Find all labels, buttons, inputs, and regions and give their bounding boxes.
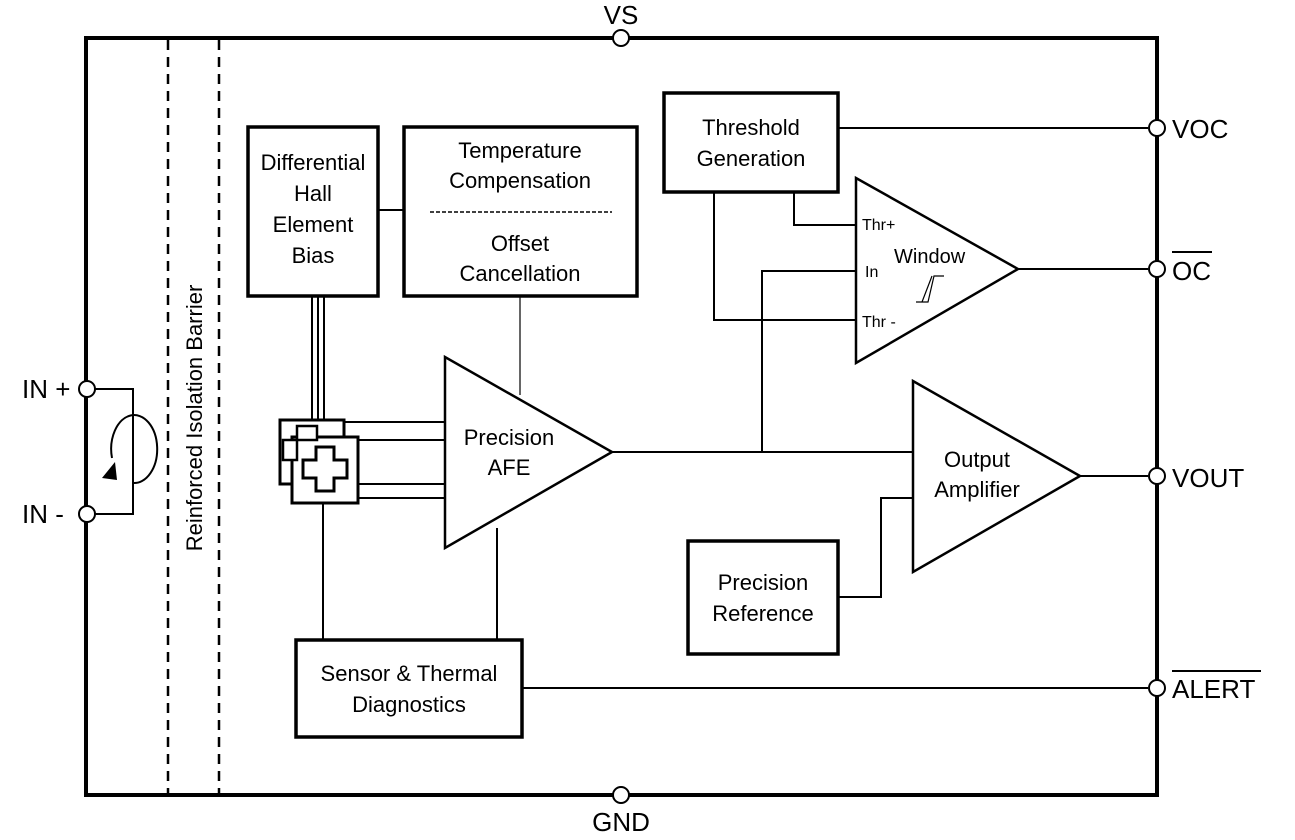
svg-text:Threshold: Threshold bbox=[702, 115, 800, 140]
pin-in-plus: IN + bbox=[22, 374, 96, 404]
svg-text:AFE: AFE bbox=[488, 455, 531, 480]
svg-text:Window: Window bbox=[894, 246, 966, 268]
svg-text:Amplifier: Amplifier bbox=[934, 477, 1020, 502]
pin-oc: OC bbox=[1148, 251, 1212, 286]
svg-text:Sensor & Thermal: Sensor & Thermal bbox=[321, 661, 498, 686]
svg-text:IN -: IN - bbox=[22, 499, 64, 529]
isolation-barrier-label: Reinforced Isolation Barrier bbox=[182, 285, 207, 552]
output-amplifier: Output Amplifier bbox=[911, 378, 1083, 575]
svg-text:Bias: Bias bbox=[292, 243, 335, 268]
svg-text:Diagnostics: Diagnostics bbox=[352, 692, 466, 717]
precision-reference-block: Precision Reference bbox=[686, 539, 840, 656]
pin-in-minus: IN - bbox=[22, 499, 96, 529]
pin-voc: VOC bbox=[1148, 114, 1228, 144]
precision-afe-amplifier: Precision AFE bbox=[443, 354, 615, 551]
svg-text:Thr+: Thr+ bbox=[862, 217, 895, 234]
hysteresis-icon bbox=[916, 275, 944, 303]
svg-text:Cancellation: Cancellation bbox=[459, 261, 580, 286]
pin-gnd: GND bbox=[592, 786, 650, 837]
svg-text:Differential: Differential bbox=[261, 150, 366, 175]
svg-text:Compensation: Compensation bbox=[449, 168, 591, 193]
svg-text:VOUT: VOUT bbox=[1172, 463, 1244, 493]
svg-text:OC: OC bbox=[1172, 256, 1211, 286]
svg-text:VOC: VOC bbox=[1172, 114, 1228, 144]
svg-text:Precision: Precision bbox=[464, 425, 554, 450]
svg-text:In: In bbox=[865, 264, 878, 281]
pin-vs: VS bbox=[604, 0, 639, 47]
svg-text:Precision: Precision bbox=[718, 570, 808, 595]
svg-text:VS: VS bbox=[604, 0, 639, 30]
svg-text:Reference: Reference bbox=[712, 601, 814, 626]
svg-text:Output: Output bbox=[944, 447, 1010, 472]
hall-element-bias-block: Differential Hall Element Bias bbox=[246, 125, 380, 298]
svg-text:Thr -: Thr - bbox=[862, 314, 896, 331]
current-loop-arrowhead bbox=[102, 462, 117, 480]
threshold-generation-block: Threshold Generation bbox=[662, 91, 840, 194]
temp-comp-offset-block: Temperature Compensation Offset Cancella… bbox=[402, 125, 639, 298]
svg-text:IN +: IN + bbox=[22, 374, 70, 404]
window-comparator: Thr+ In Thr - Window bbox=[854, 175, 1021, 366]
pin-vout: VOUT bbox=[1148, 463, 1244, 493]
diagnostics-block: Sensor & Thermal Diagnostics bbox=[294, 638, 524, 739]
svg-text:Generation: Generation bbox=[697, 146, 806, 171]
svg-text:Element: Element bbox=[273, 212, 354, 237]
hall-sensor-icon bbox=[278, 418, 360, 505]
svg-text:GND: GND bbox=[592, 807, 650, 837]
svg-text:Offset: Offset bbox=[491, 231, 549, 256]
svg-text:Hall: Hall bbox=[294, 181, 332, 206]
current-loop-arrow bbox=[110, 414, 159, 485]
svg-text:Temperature: Temperature bbox=[458, 138, 582, 163]
pin-alert: ALERT bbox=[1148, 670, 1261, 704]
svg-text:ALERT: ALERT bbox=[1172, 674, 1255, 704]
